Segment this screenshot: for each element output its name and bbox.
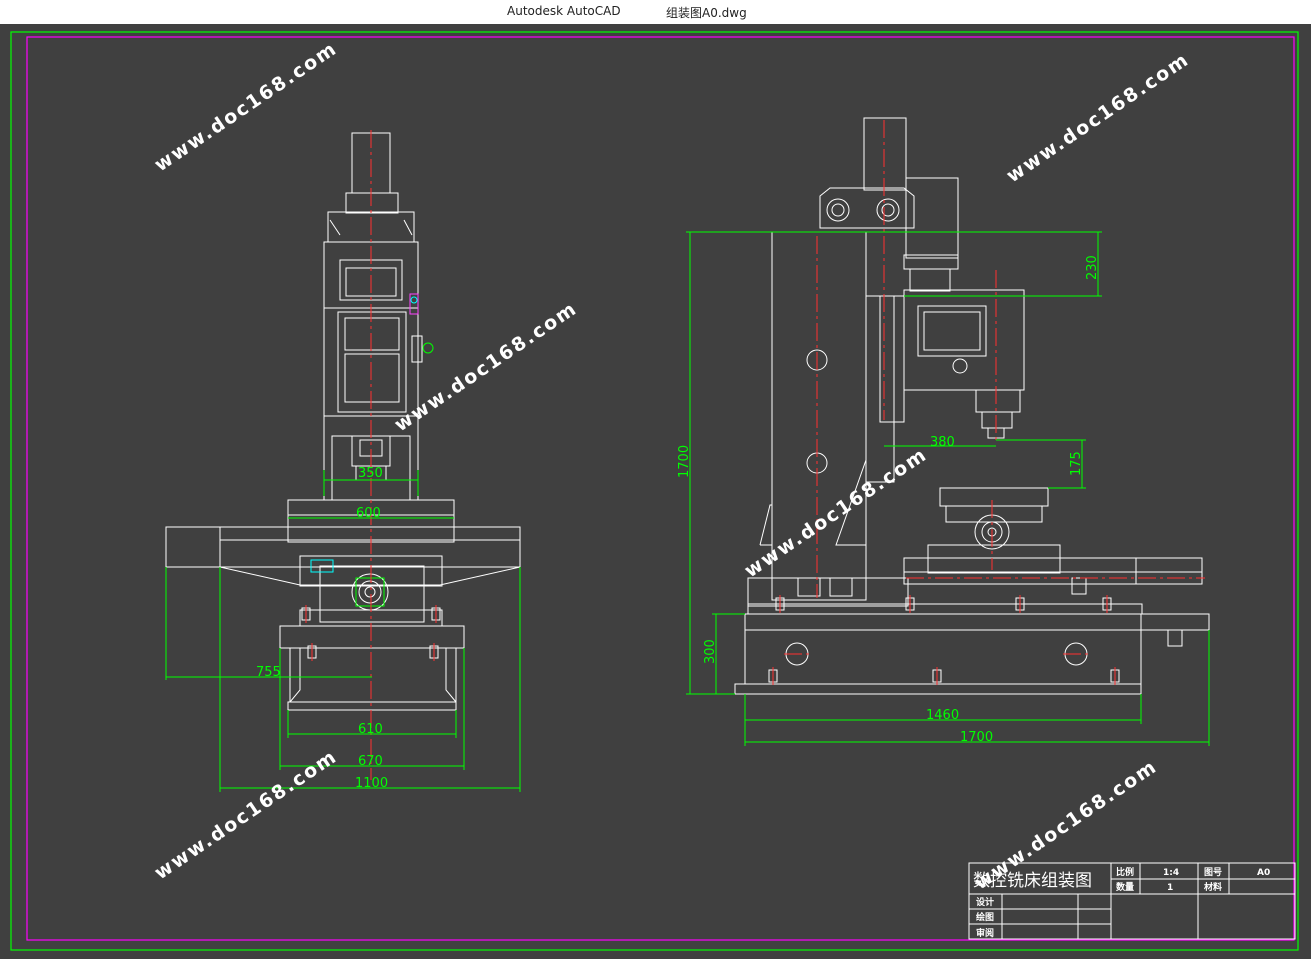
dim-230: 230	[1085, 255, 1100, 280]
side-centerlines	[784, 120, 1205, 655]
dim-1460: 1460	[926, 708, 959, 723]
dim-1100: 1100	[355, 776, 388, 791]
front-view	[165, 132, 521, 711]
dim-380: 380	[930, 435, 955, 450]
drawing-no-value: A0	[1257, 868, 1270, 878]
app-name: Autodesk AutoCAD	[507, 4, 621, 18]
side-view	[734, 117, 1210, 695]
watermark-2: www.doc168.com	[390, 297, 581, 436]
drawing-canvas[interactable]: 350 600 755 610 670 1100	[0, 24, 1311, 955]
dim-350: 350	[358, 466, 383, 481]
quantity-value: 1	[1167, 883, 1173, 893]
dim-670: 670	[358, 754, 383, 769]
file-name: 组装图A0.dwg	[666, 6, 747, 20]
material-label: 材料	[1203, 881, 1222, 893]
drawn-label: 绘图	[976, 911, 994, 923]
dim-175: 175	[1069, 451, 1084, 476]
dim-1700-horizontal: 1700	[960, 730, 993, 745]
front-dimensions	[165, 470, 521, 792]
watermark-4: www.doc168.com	[740, 443, 931, 582]
dim-610: 610	[358, 722, 383, 737]
watermark-1: www.doc168.com	[150, 37, 341, 176]
title-bar: Autodesk AutoCAD 组装图A0.dwg	[0, 0, 1311, 25]
scale-label: 比例	[1116, 866, 1134, 878]
scale-value: 1:4	[1163, 868, 1179, 878]
frame-inner	[26, 36, 1295, 941]
drawing-no-label: 图号	[1204, 867, 1222, 878]
dim-300: 300	[703, 639, 718, 664]
watermarks: www.doc168.com www.doc168.com www.doc168…	[150, 37, 1193, 894]
dim-1700-vertical: 1700	[677, 445, 692, 478]
drawing-title: 数控铣床组装图	[973, 871, 1092, 891]
quantity-label: 数量	[1116, 881, 1134, 893]
watermark-5: www.doc168.com	[150, 745, 341, 884]
dim-755: 755	[256, 665, 281, 680]
watermark-3: www.doc168.com	[1002, 48, 1193, 187]
review-label: 审阅	[976, 927, 994, 939]
title-block	[968, 862, 1296, 940]
frame-outer	[10, 31, 1299, 951]
side-dimensions	[686, 231, 1210, 746]
dim-600: 600	[356, 506, 381, 521]
design-label: 设计	[976, 896, 994, 908]
cad-drawing: 350 600 755 610 670 1100	[10, 31, 1299, 951]
